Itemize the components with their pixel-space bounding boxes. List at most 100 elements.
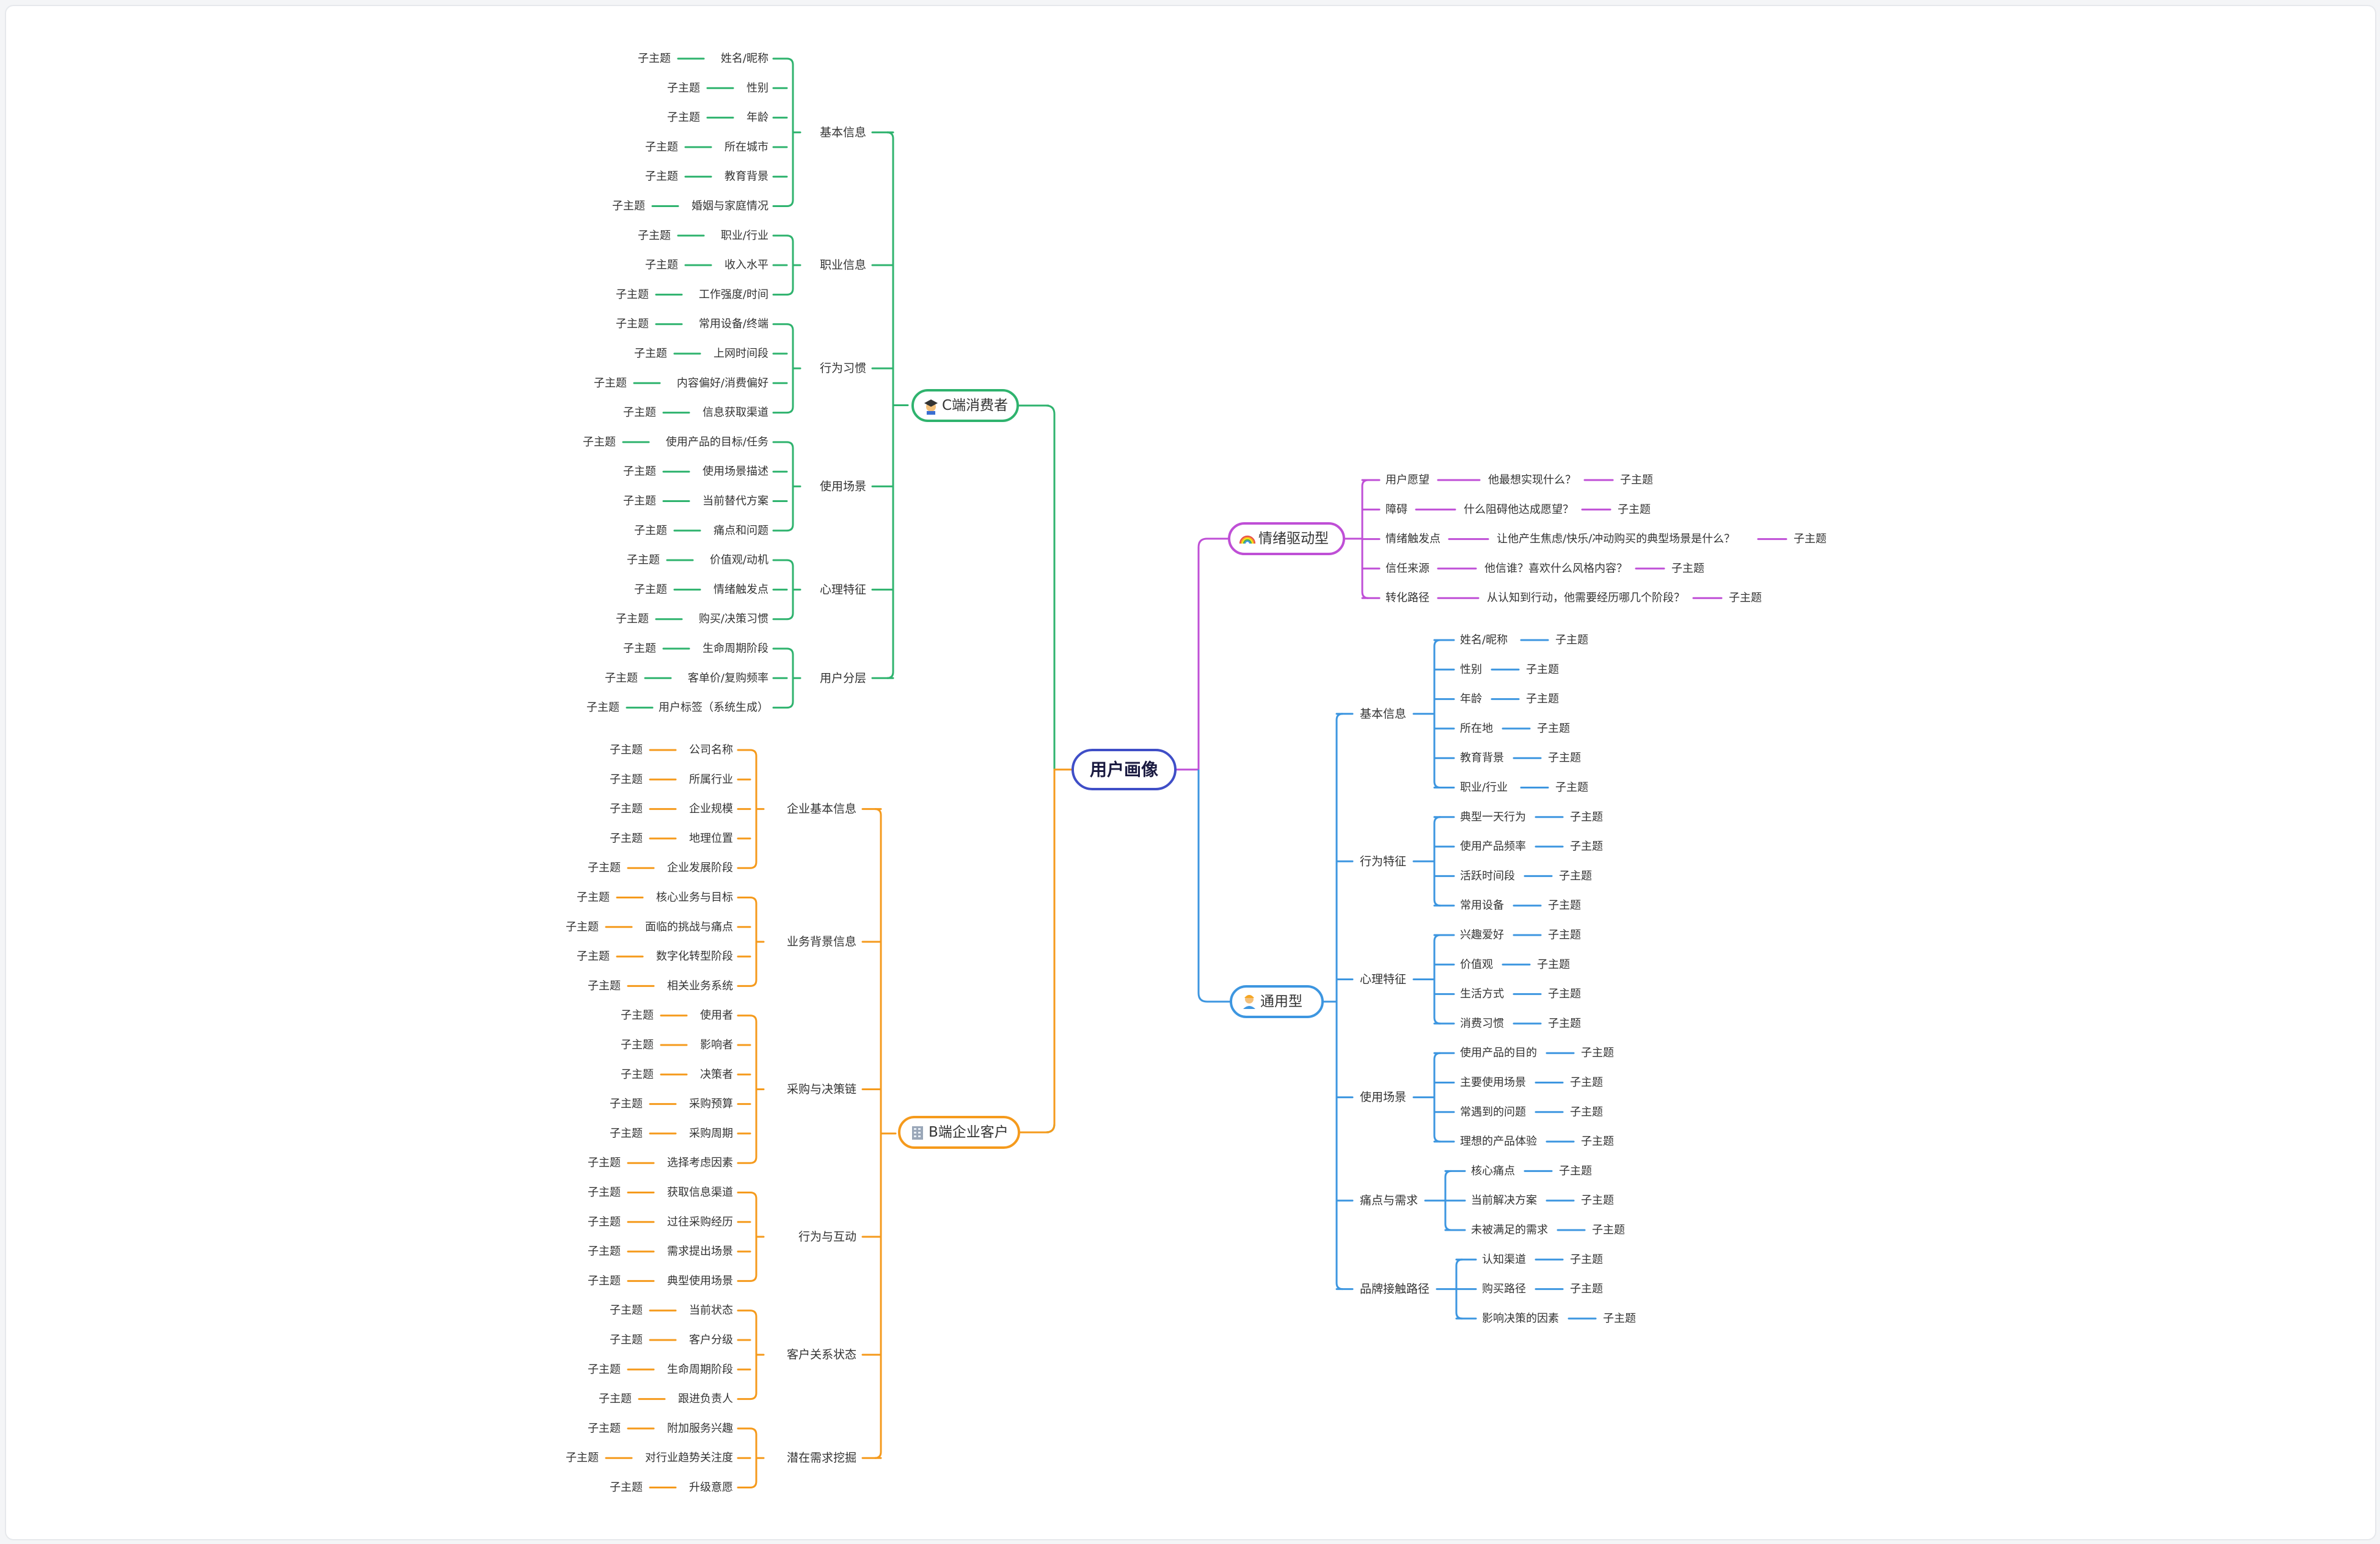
branch-c-label[interactable]: C端消费者 [942,398,1008,413]
item-label[interactable]: 获取信息渠道 [667,1186,733,1199]
group-label[interactable]: 用户分层 [820,671,866,685]
subtopic-label[interactable]: 子主题 [566,1452,599,1465]
subtopic-label[interactable]: 子主题 [1570,810,1603,823]
subtopic-label[interactable]: 子主题 [588,1157,621,1170]
subtopic-label[interactable]: 子主题 [1570,1283,1603,1295]
subtopic-label[interactable]: 子主题 [623,406,656,419]
item-label[interactable]: 购买路径 [1482,1283,1526,1295]
item-label[interactable]: 主要使用场景 [1460,1076,1526,1089]
branch-e[interactable] [1228,522,1345,555]
item-label[interactable]: 附加服务兴趣 [667,1422,733,1435]
item-label[interactable]: 年龄 [746,111,768,124]
item-label[interactable]: 理想的产品体验 [1460,1135,1537,1148]
item-label[interactable]: 性别 [1460,663,1482,676]
question-label[interactable]: 他最想实现什么？ [1488,474,1576,487]
item-label[interactable]: 姓名/昵称 [1460,634,1508,647]
item-label[interactable]: 用户标签（系统生成） [659,701,768,714]
item-label[interactable]: 痛点和问题 [714,524,768,537]
subtopic-label[interactable]: 子主题 [588,862,621,875]
subtopic-label[interactable]: 子主题 [1548,1017,1581,1030]
subtopic-label[interactable]: 子主题 [1548,752,1581,765]
subtopic-label[interactable]: 子主题 [1555,781,1588,794]
row-label[interactable]: 障碍 [1385,503,1407,516]
subtopic-label[interactable]: 子主题 [621,1039,654,1052]
item-label[interactable]: 核心业务与目标 [656,891,733,904]
item-label[interactable]: 情绪触发点 [714,583,768,596]
group-label[interactable]: 行为特征 [1360,854,1406,868]
subtopic-label[interactable]: 子主题 [1559,1165,1592,1178]
subtopic-label[interactable]: 子主题 [634,524,667,537]
group-label[interactable]: 品牌接触路径 [1360,1283,1429,1296]
item-label[interactable]: 地理位置 [689,832,733,845]
item-label[interactable]: 需求提出场景 [667,1245,733,1258]
row-label[interactable]: 信任来源 [1385,562,1429,575]
subtopic-label[interactable]: 子主题 [605,672,638,685]
item-label[interactable]: 影响者 [700,1039,733,1052]
group-label[interactable]: 行为习惯 [820,362,866,375]
subtopic-label[interactable]: 子主题 [610,1127,643,1140]
item-label[interactable]: 年龄 [1460,693,1482,705]
subtopic-label[interactable]: 子主题 [1581,1135,1614,1148]
item-label[interactable]: 面临的挑战与痛点 [645,920,733,933]
item-label[interactable]: 当前状态 [689,1304,733,1317]
item-label[interactable]: 核心痛点 [1471,1165,1515,1178]
subtopic-label[interactable]: 子主题 [588,1215,621,1228]
subtopic-label[interactable]: 子主题 [1603,1312,1636,1325]
item-label[interactable]: 客户分级 [689,1334,733,1347]
subtopic-label[interactable]: 子主题 [1548,988,1581,1000]
item-label[interactable]: 企业发展阶段 [667,862,733,875]
subtopic-label[interactable]: 子主题 [610,744,643,757]
subtopic-label[interactable]: 子主题 [1555,634,1588,647]
group-label[interactable]: 采购与决策链 [787,1082,856,1096]
subtopic-label[interactable]: 子主题 [1620,474,1653,487]
root-label[interactable]: 用户画像 [1090,760,1159,780]
item-label[interactable]: 所在城市 [725,140,768,153]
item-label[interactable]: 婚姻与家庭情况 [692,200,768,213]
item-label[interactable]: 升级意愿 [689,1481,733,1494]
subtopic-label[interactable]: 子主题 [616,318,649,330]
subtopic-label[interactable]: 子主题 [1559,870,1592,883]
subtopic-label[interactable]: 子主题 [1729,592,1762,605]
subtopic-label[interactable]: 子主题 [616,613,649,625]
row-label[interactable]: 用户愿望 [1385,474,1429,487]
subtopic-label[interactable]: 子主题 [612,200,645,213]
subtopic-label[interactable]: 子主题 [1526,693,1559,705]
item-label[interactable]: 当前解决方案 [1471,1194,1537,1207]
group-label[interactable]: 行为与互动 [798,1230,856,1244]
group-label[interactable]: 潜在需求挖掘 [787,1451,856,1465]
subtopic-label[interactable]: 子主题 [1592,1224,1625,1237]
item-label[interactable]: 使用产品频率 [1460,840,1526,853]
subtopic-label[interactable]: 子主题 [1570,1105,1603,1118]
item-label[interactable]: 常遇到的问题 [1460,1105,1526,1118]
subtopic-label[interactable]: 子主题 [623,643,656,655]
subtopic-label[interactable]: 子主题 [627,554,660,567]
subtopic-label[interactable]: 子主题 [638,53,671,65]
subtopic-label[interactable]: 子主题 [1570,1253,1603,1266]
item-label[interactable]: 使用产品的目标/任务 [666,435,768,448]
group-label[interactable]: 心理特征 [820,583,866,596]
item-label[interactable]: 常用设备 [1460,899,1504,912]
subtopic-label[interactable]: 子主题 [588,1275,621,1287]
subtopic-label[interactable]: 子主题 [1581,1194,1614,1207]
item-label[interactable]: 职业/行业 [1460,781,1508,794]
item-label[interactable]: 所在地 [1460,722,1493,735]
item-label[interactable]: 内容偏好/消费偏好 [677,377,768,390]
item-label[interactable]: 收入水平 [725,259,768,272]
subtopic-label[interactable]: 子主题 [610,832,643,845]
branch-b[interactable] [898,1116,1020,1149]
item-label[interactable]: 跟进负责人 [678,1393,733,1405]
item-label[interactable]: 认知渠道 [1482,1253,1526,1266]
subtopic-label[interactable]: 子主题 [634,583,667,596]
group-label[interactable]: 基本信息 [1360,707,1406,721]
subtopic-label[interactable]: 子主题 [588,1422,621,1435]
question-label[interactable]: 从认知到行动，他需要经历哪几个阶段？ [1487,592,1685,605]
item-label[interactable]: 消费习惯 [1460,1017,1504,1030]
subtopic-label[interactable]: 子主题 [1537,958,1570,971]
item-label[interactable]: 企业规模 [689,803,733,815]
subtopic-label[interactable]: 子主题 [621,1068,654,1081]
item-label[interactable]: 教育背景 [1460,752,1504,765]
item-label[interactable]: 决策者 [700,1068,733,1081]
item-label[interactable]: 数字化转型阶段 [656,950,733,963]
subtopic-label[interactable]: 子主题 [1537,722,1570,735]
subtopic-label[interactable]: 子主题 [1581,1047,1614,1060]
